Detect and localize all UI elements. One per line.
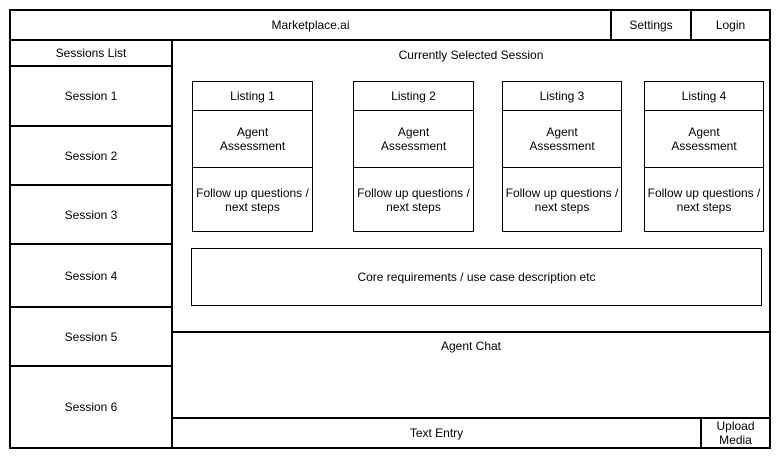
login-button[interactable]: Login (690, 11, 769, 39)
listing-title: Listing 4 (645, 82, 763, 111)
core-requirements-box: Core requirements / use case description… (191, 248, 762, 306)
sidebar-item-session-6[interactable]: Session 6 (64, 400, 118, 414)
sidebar-item-session-1[interactable]: Session 1 (11, 67, 171, 127)
app-title: Marketplace.ai (271, 18, 350, 32)
main-panel: Currently Selected Session Listing 1 Age… (173, 41, 769, 447)
followup-questions: Follow up questions / next steps (196, 185, 309, 214)
sidebar-item-session-5[interactable]: Session 5 (11, 308, 171, 367)
listing-card-4[interactable]: Listing 4 Agent Assessment Follow up que… (644, 81, 764, 232)
listing-title: Listing 3 (503, 82, 621, 111)
text-entry-input[interactable]: Text Entry (409, 426, 464, 440)
followup-questions: Follow up questions / next steps (357, 185, 470, 214)
listing-title: Listing 1 (193, 82, 312, 111)
message-entry-bar: Text Entry Upload Media (173, 417, 769, 447)
sidebar-item-session-3[interactable]: Session 3 (11, 186, 171, 245)
agent-chat-label: Agent Chat (440, 339, 502, 353)
followup-questions: Follow up questions / next steps (647, 185, 761, 214)
followup-questions: Follow up questions / next steps (505, 185, 619, 214)
listing-card-1[interactable]: Listing 1 Agent Assessment Follow up que… (192, 81, 313, 232)
listing-card-2[interactable]: Listing 2 Agent Assessment Follow up que… (353, 81, 474, 232)
sidebar-item-session-2[interactable]: Session 2 (11, 127, 171, 186)
agent-chat-panel: Agent Chat Text Entry Upload Media (173, 331, 769, 447)
sessions-sidebar: Sessions List Session 1 Session 2 Sessio… (11, 41, 173, 447)
listing-title: Listing 2 (354, 82, 473, 111)
sidebar-item-session-4[interactable]: Session 4 (11, 245, 171, 308)
sessions-list-header: Sessions List (11, 41, 171, 67)
agent-assessment: Agent Assessment (503, 111, 621, 168)
upload-media-button[interactable]: Upload Media (700, 419, 769, 447)
settings-button[interactable]: Settings (610, 11, 690, 39)
agent-assessment: Agent Assessment (193, 111, 312, 168)
agent-assessment: Agent Assessment (645, 111, 763, 168)
top-bar: Marketplace.ai Settings Login (11, 11, 769, 41)
agent-assessment: Agent Assessment (354, 111, 473, 168)
app-frame: Marketplace.ai Settings Login Sessions L… (9, 9, 771, 449)
current-session-title: Currently Selected Session (398, 48, 544, 62)
listing-card-3[interactable]: Listing 3 Agent Assessment Follow up que… (502, 81, 622, 232)
